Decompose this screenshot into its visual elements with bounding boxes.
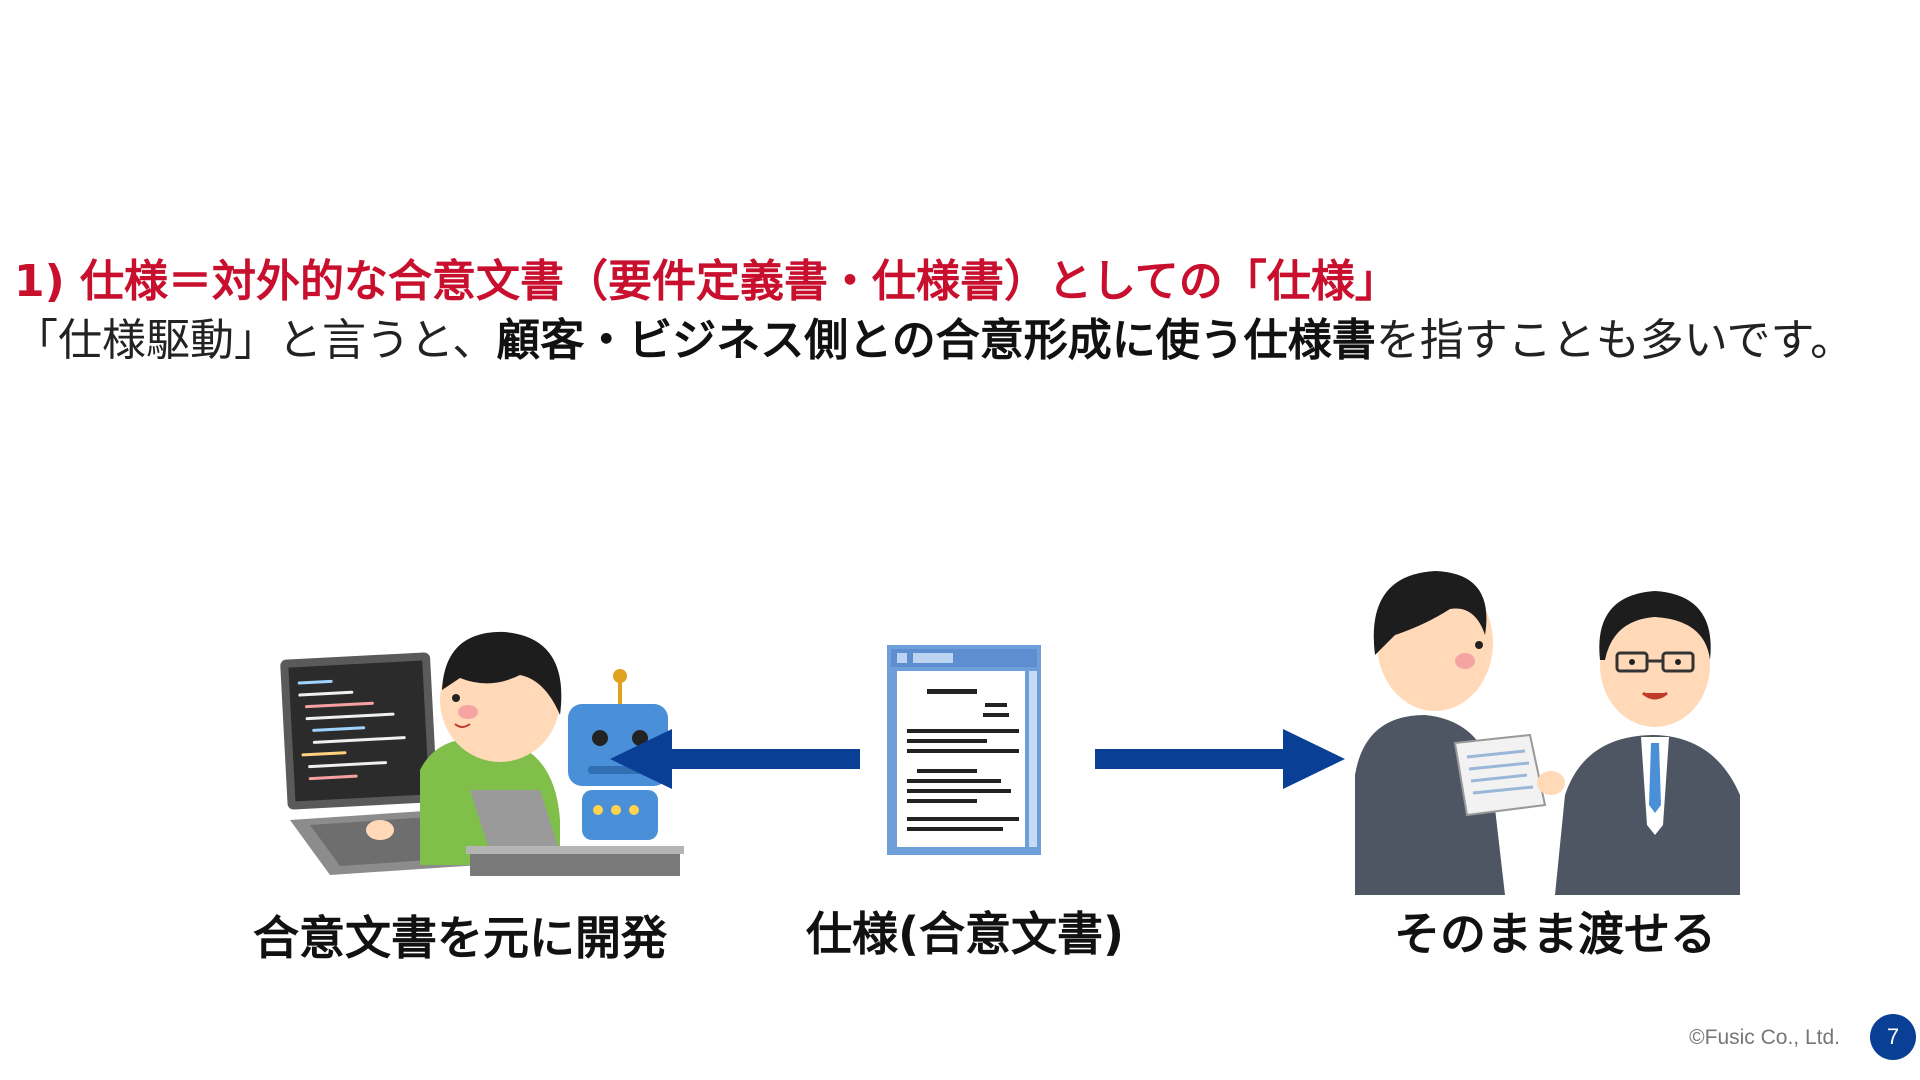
page-heading: 1) 仕様＝対外的な合意文書（要件定義書・仕様書）としての「仕様」 (14, 256, 1399, 307)
arrow-right-icon (1095, 729, 1345, 789)
arrow-left-icon (610, 729, 860, 789)
body-text-end: を指すことも多いです。 (1375, 315, 1855, 366)
center-caption: 仕様(合意文書) (805, 907, 1125, 961)
left-caption: 合意文書を元に開発 (253, 911, 667, 965)
document-icon (887, 645, 1041, 855)
body-paragraph: 「仕様駆動」と言うと、顧客・ビジネス側との合意形成に使う仕様書を指すことも多いで… (14, 312, 1894, 370)
body-text-emphasis: 顧客・ビジネス側との合意形成に使う仕様書 (496, 315, 1376, 366)
body-text-intro: 「仕様駆動」と言うと、 (14, 315, 497, 366)
copyright-text: ©Fusic Co., Ltd. (1689, 1026, 1840, 1049)
page-number-badge: 7 (1870, 1014, 1916, 1060)
businessmen-handover-illustration (1355, 571, 1740, 895)
right-caption: そのまま渡せる (1394, 907, 1716, 961)
